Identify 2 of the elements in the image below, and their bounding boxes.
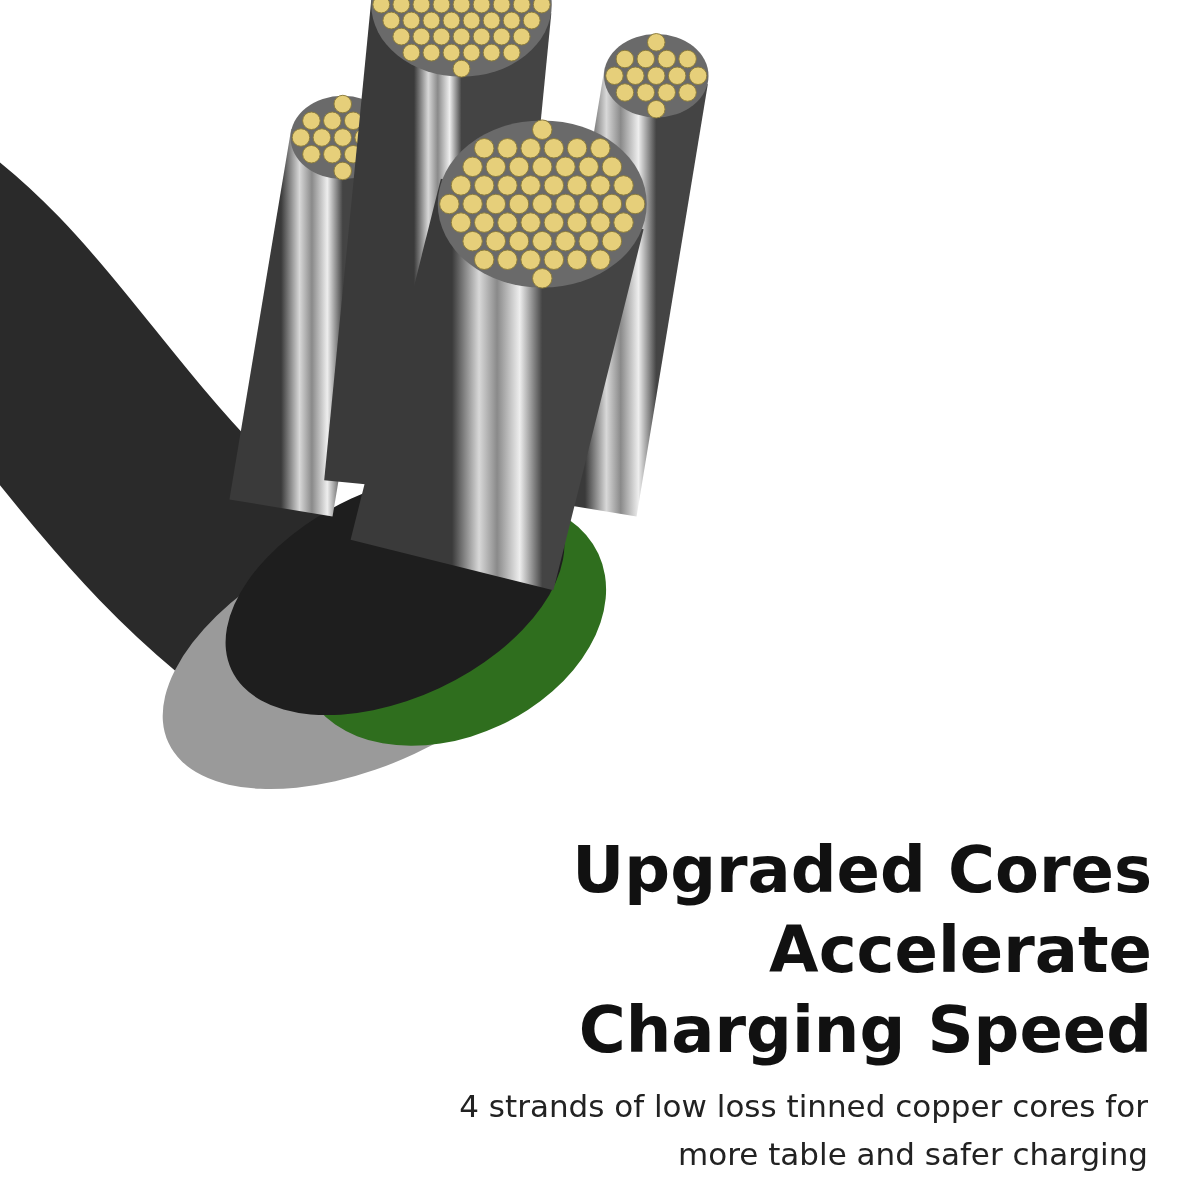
caption: 4 strands of low loss tinned copper cores for more table and safer charging bbox=[458, 1087, 1148, 1174]
headline: Upgraded Cores Accelerate Charging Speed bbox=[571, 832, 1152, 1069]
